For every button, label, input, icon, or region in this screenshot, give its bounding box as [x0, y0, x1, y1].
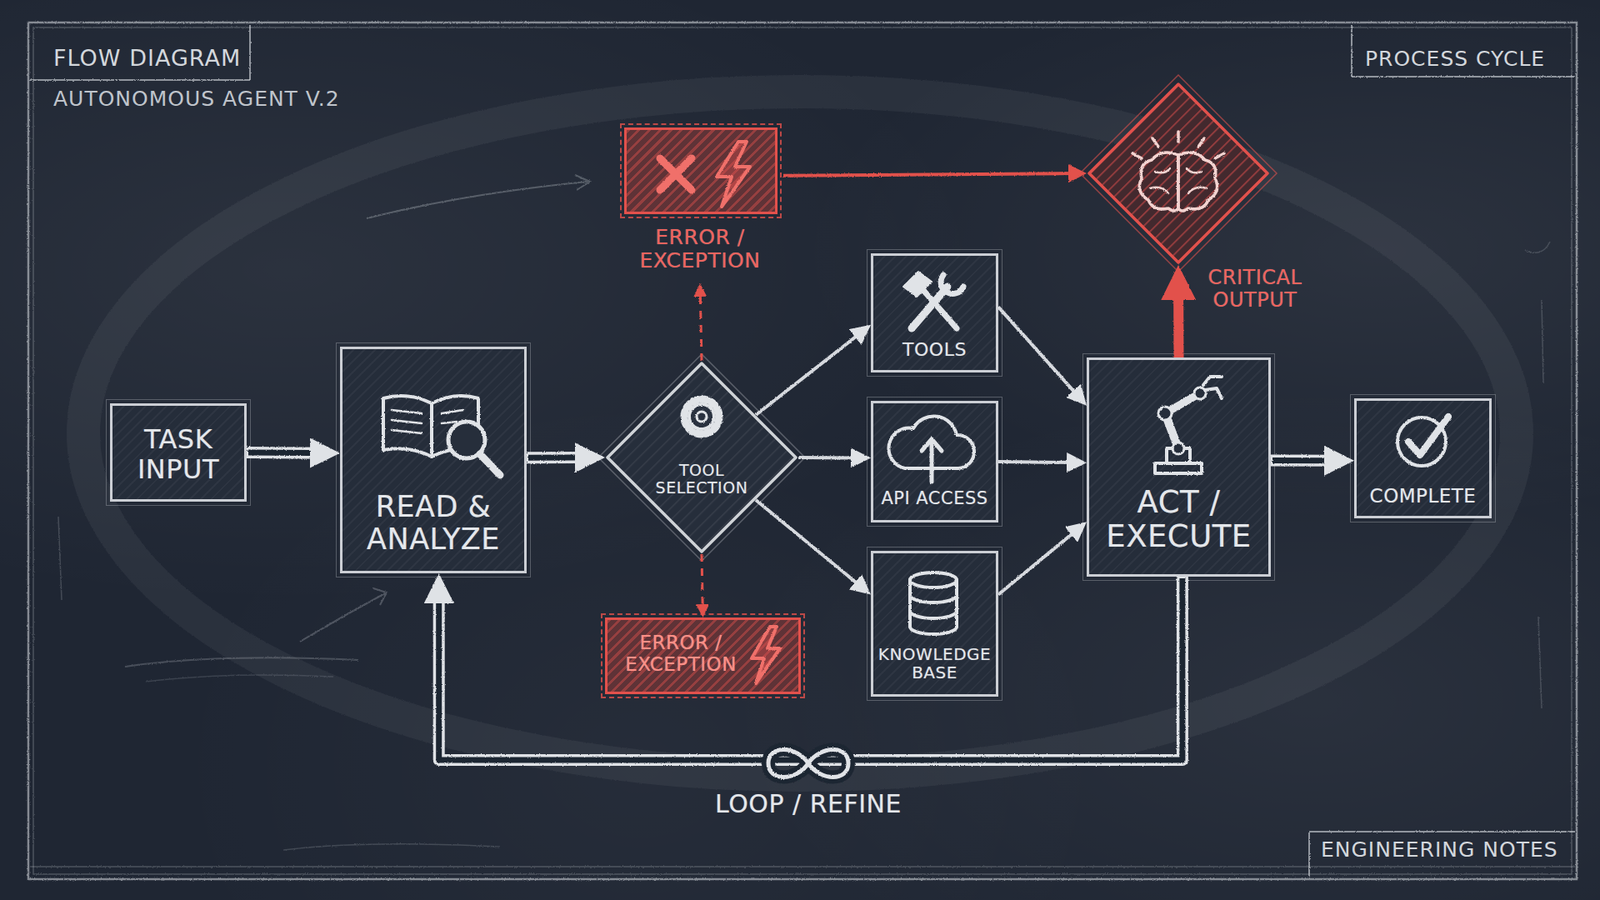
connector: [755, 330, 864, 415]
connector-core: [248, 450, 310, 457]
connector: [1270, 455, 1340, 467]
process-box: READ & ANALYZE: [340, 346, 527, 574]
connector-core: [1272, 457, 1325, 464]
connector: [701, 554, 703, 611]
resource-box: TOOLS: [870, 253, 999, 373]
node-label: KNOWLEDGE BASE: [876, 645, 993, 683]
error-x-icon: [660, 158, 692, 190]
error-box: ERROR / EXCEPTION: [605, 617, 801, 695]
connector: [755, 500, 864, 589]
tools-icon: [903, 271, 964, 329]
database-icon: [910, 572, 957, 635]
connector-core: [439, 578, 1183, 760]
brain-icon: [1132, 131, 1225, 211]
lightning-icon: [751, 626, 780, 684]
connector: [246, 446, 325, 460]
connector-core: [528, 455, 575, 461]
diamond-outline: [605, 360, 799, 555]
resource-box: KNOWLEDGE BASE: [870, 550, 999, 697]
node-label: COMPLETE: [1356, 485, 1490, 508]
node-label: TOOL SELECTION: [643, 461, 760, 498]
robot-arm-icon: [1155, 376, 1222, 474]
node-label: TASK INPUT: [112, 425, 245, 485]
node-label: ACT / EXECUTE: [1089, 485, 1269, 555]
connector: [700, 290, 702, 361]
terminal-box: COMPLETE: [1354, 398, 1492, 519]
corner-label: ENGINEERING NOTES: [1320, 837, 1559, 862]
node-label: ERROR / EXCEPTION: [633, 225, 767, 273]
infinity-symbol: [768, 750, 849, 778]
connector: [798, 455, 861, 460]
cloud-icon: [888, 415, 975, 482]
connector: [998, 306, 1080, 399]
node-label: CRITICAL OUTPUT: [1196, 266, 1314, 312]
error-box: ERROR / EXCEPTION: [616, 125, 784, 284]
node-label: READ & ANALYZE: [342, 490, 525, 556]
output-diamond: CRITICAL OUTPUT: [1086, 81, 1270, 265]
process-box: ACT / EXECUTE: [1086, 357, 1271, 577]
book-icon: [383, 395, 500, 475]
node-label: ERROR / EXCEPTION: [617, 632, 745, 676]
connector: [998, 528, 1080, 595]
check-icon: [1397, 416, 1449, 466]
input-box: TASK INPUT: [110, 403, 247, 502]
edge-label: LOOP / REFINE: [683, 790, 934, 819]
loop-connector: [439, 576, 1183, 760]
node-label: TOOLS: [873, 340, 996, 361]
connector: [998, 461, 1077, 463]
connector: [526, 451, 590, 464]
lightning-icon: [716, 141, 750, 207]
decision-diamond: TOOL SELECTION: [605, 360, 799, 555]
subtitle: AUTONOMOUS AGENT V.2: [53, 86, 340, 111]
diamond-outline: [1086, 81, 1270, 265]
diagram-title: FLOW DIAGRAM: [53, 45, 241, 71]
resource-box: API ACCESS: [870, 400, 999, 523]
node-label: API ACCESS: [873, 489, 996, 510]
connector: [783, 173, 1078, 176]
frame: [28, 22, 1577, 880]
connector: [1173, 282, 1184, 358]
gear-icon: [684, 399, 720, 435]
error-stamp: [624, 127, 778, 215]
corner-label: PROCESS CYCLE: [1365, 46, 1545, 71]
